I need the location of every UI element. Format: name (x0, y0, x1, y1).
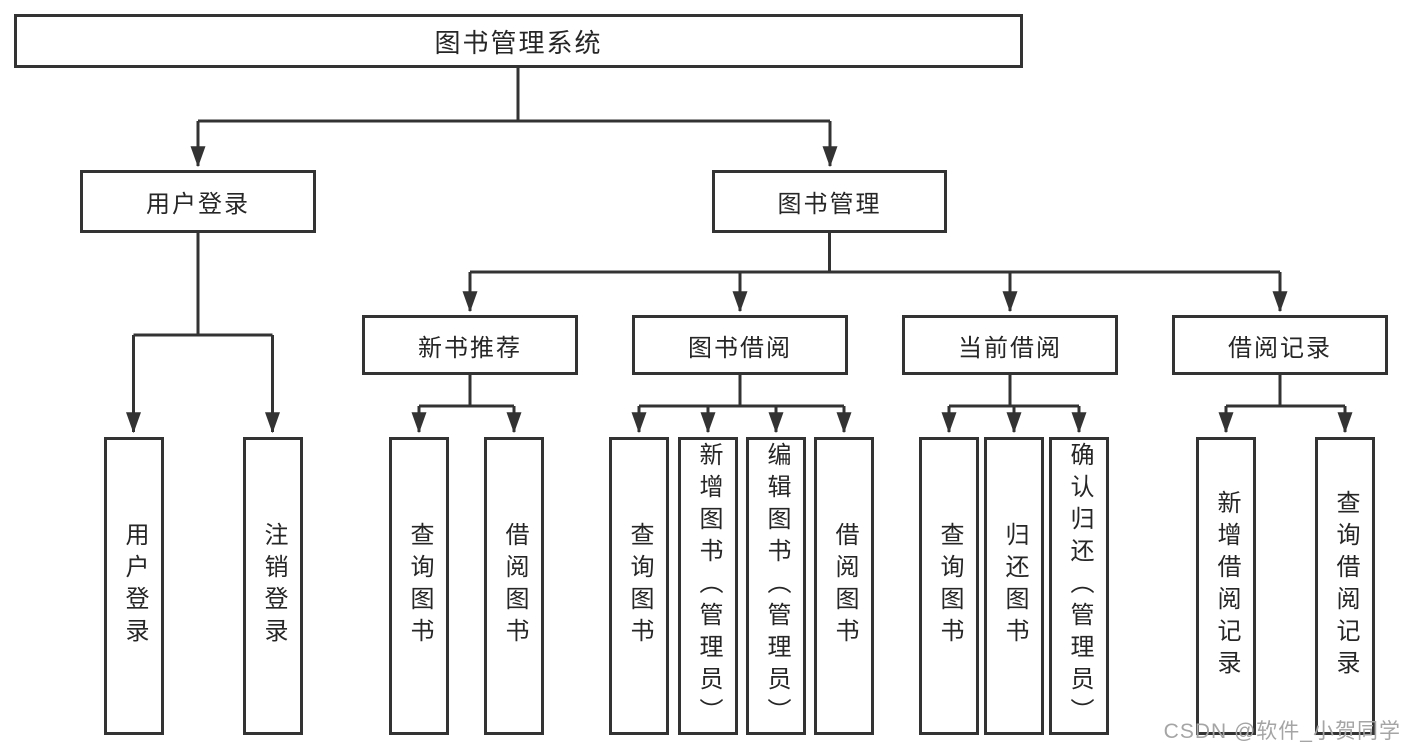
watermark: CSDN @软件_小贺同学 (1163, 720, 1401, 743)
node-book-borrow: 图书借阅 (632, 315, 848, 375)
leaf-label: 查询图书 (936, 522, 963, 650)
leaf-label: 借阅图书 (831, 522, 858, 650)
leaf-label: 借阅图书 (501, 522, 528, 650)
node-book-management: 图书管理 (712, 170, 947, 233)
leaf-label: 查询借阅记录 (1332, 490, 1359, 682)
leaf-label: 归还图书 (1001, 522, 1028, 650)
leaf-add-book-admin: 新增图书（管理员） (678, 437, 738, 735)
node-label: 新书推荐 (418, 334, 522, 362)
leaf-label: 查询图书 (626, 522, 653, 650)
node-label: 借阅记录 (1228, 334, 1332, 362)
node-label: 图书管理 (777, 191, 882, 218)
leaf-label: 确认归还（管理员） (1066, 442, 1093, 730)
leaf-label: 用户登录 (121, 522, 148, 650)
leaf-query-books-current: 查询图书 (919, 437, 979, 735)
node-label: 用户登录 (146, 191, 250, 218)
node-user-login: 用户登录 (80, 170, 316, 233)
node-new-book-recommend: 新书推荐 (362, 315, 578, 375)
leaf-label: 编辑图书（管理员） (763, 442, 790, 730)
node-label: 图书借阅 (688, 334, 792, 362)
leaf-borrow-books: 借阅图书 (814, 437, 874, 735)
leaf-add-borrow-record: 新增借阅记录 (1196, 437, 1256, 735)
leaf-logout: 注销登录 (243, 437, 303, 735)
leaf-label: 新增图书（管理员） (695, 442, 722, 730)
leaf-query-books-borrow: 查询图书 (609, 437, 669, 735)
leaf-user-login: 用户登录 (104, 437, 164, 735)
node-borrow-record: 借阅记录 (1172, 315, 1388, 375)
leaf-label: 新增借阅记录 (1213, 490, 1240, 682)
node-root: 图书管理系统 (14, 14, 1023, 68)
node-label: 当前借阅 (958, 334, 1062, 362)
leaf-label: 查询图书 (406, 522, 433, 650)
leaf-borrow-books-recommend: 借阅图书 (484, 437, 544, 735)
leaf-query-books-recommend: 查询图书 (389, 437, 449, 735)
node-current-borrow: 当前借阅 (902, 315, 1118, 375)
leaf-confirm-return-admin: 确认归还（管理员） (1049, 437, 1109, 735)
leaf-query-borrow-record: 查询借阅记录 (1315, 437, 1375, 735)
node-label: 图书管理系统 (434, 27, 603, 58)
leaf-label: 注销登录 (260, 522, 287, 650)
leaf-edit-book-admin: 编辑图书（管理员） (746, 437, 806, 735)
leaf-return-book: 归还图书 (984, 437, 1044, 735)
